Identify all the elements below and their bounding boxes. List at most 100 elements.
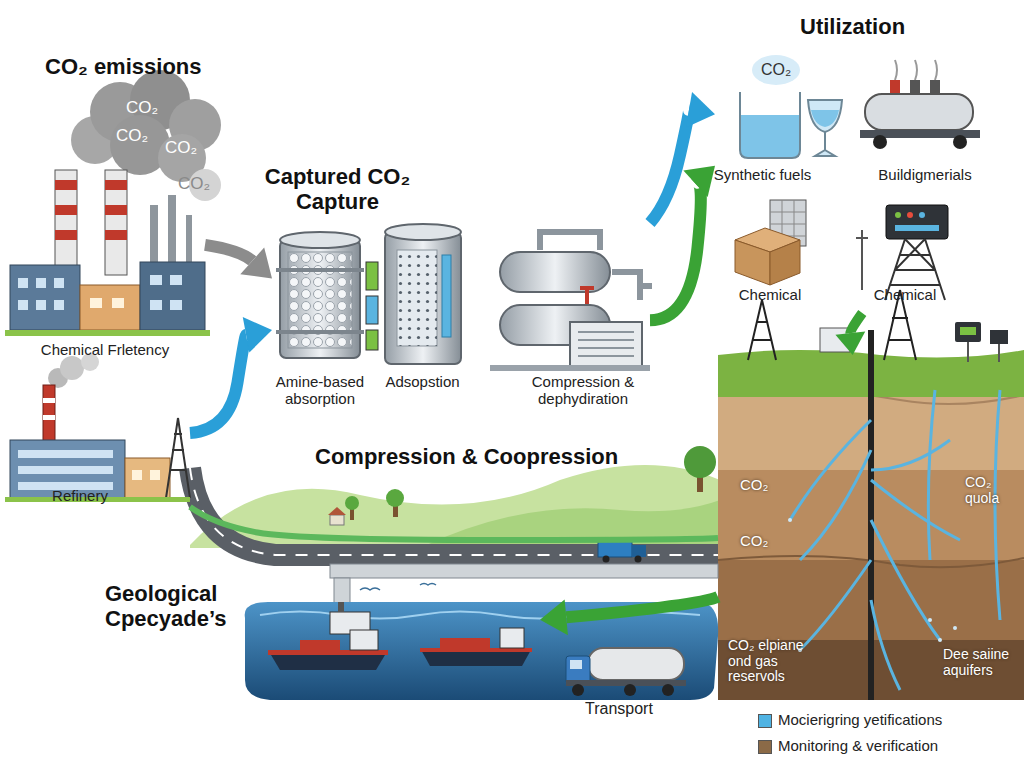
tree-part <box>345 496 359 510</box>
node-label: Refinery <box>5 488 155 505</box>
beaker-icon-part <box>740 92 800 158</box>
factory-icon-part <box>36 300 46 310</box>
road <box>190 468 718 555</box>
refinery-icon-part <box>43 398 55 403</box>
ship-icon-part <box>440 638 490 648</box>
factory-icon-part <box>150 275 162 285</box>
ship-icon-part <box>350 630 378 650</box>
factory-icon-part <box>90 298 102 308</box>
adsorption-column <box>385 224 461 364</box>
beaker-icon-part <box>811 110 839 127</box>
factory-icon-part <box>105 205 127 215</box>
factory-icon-part <box>36 278 46 288</box>
factory-icon-part <box>150 300 162 310</box>
compressor-unit-part <box>490 365 650 371</box>
ship-icon-part <box>420 648 532 666</box>
arrow-head <box>683 166 715 197</box>
flow-arrow <box>205 245 252 261</box>
adsorption-column-part <box>397 250 437 346</box>
factory-icon-part <box>54 300 64 310</box>
control-panel <box>366 262 378 350</box>
compressor-unit-part <box>540 232 600 250</box>
node-label: Adsopstion <box>370 374 475 391</box>
refinery-icon-part <box>150 470 160 480</box>
product-node: Chemical <box>725 195 815 313</box>
hills <box>190 465 720 548</box>
flow-arrow <box>850 313 862 333</box>
tanker-truck-part <box>662 684 674 696</box>
node-label: Compression & dephydiration <box>508 374 658 408</box>
ship-icon-part <box>268 650 388 670</box>
derrick-icon-part <box>960 327 976 335</box>
refinery-icon-part <box>43 385 55 445</box>
ship-icon <box>268 602 532 670</box>
pipeline-part <box>330 564 718 578</box>
tanker-icon <box>860 60 980 149</box>
arrow-head <box>835 332 865 355</box>
tower-icon <box>856 205 948 300</box>
ship-icon-part <box>500 628 524 648</box>
compressor-unit-part <box>578 332 634 356</box>
compressor-unit-part <box>570 322 642 368</box>
factory-icon-part <box>170 300 182 310</box>
node-label: Chemical Frletency <box>5 342 205 359</box>
beaker-icon-part <box>808 100 842 156</box>
tanker-icon-part <box>953 135 967 149</box>
sea-node: Geological Cpecyade’s <box>100 580 540 700</box>
tree-part <box>684 446 716 478</box>
box-icon-part <box>735 240 770 285</box>
truck-icon-part <box>603 556 610 563</box>
arrow-head <box>540 599 568 635</box>
legend-swatch <box>758 714 772 728</box>
factory-icon-part <box>105 230 127 240</box>
road-part <box>190 468 718 555</box>
refinery-icon-part <box>166 418 190 498</box>
beaker-icon-part <box>741 115 799 157</box>
legend-text: Monitoring & verification <box>778 738 1018 755</box>
product-node: Chemical <box>850 195 960 313</box>
refinery-icon-part <box>60 356 84 380</box>
flow-arrow <box>566 597 718 617</box>
absorber-vessel-part <box>280 240 360 358</box>
flow-arrow <box>190 335 246 433</box>
beaker-icon <box>740 55 842 158</box>
arrow-head <box>243 317 272 352</box>
legend-text: Mocierigring yetifications <box>778 712 1018 729</box>
tower-icon-part <box>886 205 948 239</box>
factory-icon-part <box>5 330 210 336</box>
tower-icon-part <box>856 230 868 290</box>
factory-icon-part <box>54 278 64 288</box>
callout-text: CO₂ <box>126 98 176 117</box>
tanker-icon-part <box>895 60 937 80</box>
compressor-node: Compression & dephydiration <box>480 222 650 420</box>
refinery-icon-part <box>132 470 142 480</box>
ship-icon-part <box>420 648 532 652</box>
tanker-truck-part <box>588 648 684 680</box>
node-label: Amine-based absorption <box>260 374 380 408</box>
underground-section-part <box>788 518 792 522</box>
section-heading: Captured CO₂ Capture <box>250 165 425 214</box>
tree-part <box>328 507 346 515</box>
sea-part <box>360 584 436 591</box>
tanker-icon-part <box>930 80 940 94</box>
node-text: Dee saiine aquifers <box>943 647 1023 678</box>
refinery-icon-part <box>18 450 113 458</box>
underground-section-part <box>790 420 960 690</box>
tower-icon-part <box>907 212 913 218</box>
tanker-truck-part <box>572 684 584 696</box>
node-label: Synthetic fuels <box>695 167 830 184</box>
tanker-icon-part <box>865 94 973 130</box>
compressor-unit-part <box>580 286 594 290</box>
absorber-vessel-part <box>276 330 364 334</box>
factory-icon-part <box>10 265 80 330</box>
factory-node: Chemical Frletency <box>5 90 205 370</box>
underground-section-part <box>868 330 874 700</box>
factory-icon <box>5 170 210 336</box>
refinery-icon <box>5 353 190 502</box>
ship-icon-part <box>338 602 344 612</box>
node-label: Chemical <box>720 287 820 304</box>
node-label: Buildigmerials <box>850 167 1000 184</box>
ship-icon-part <box>300 640 340 650</box>
road-part <box>190 468 718 555</box>
